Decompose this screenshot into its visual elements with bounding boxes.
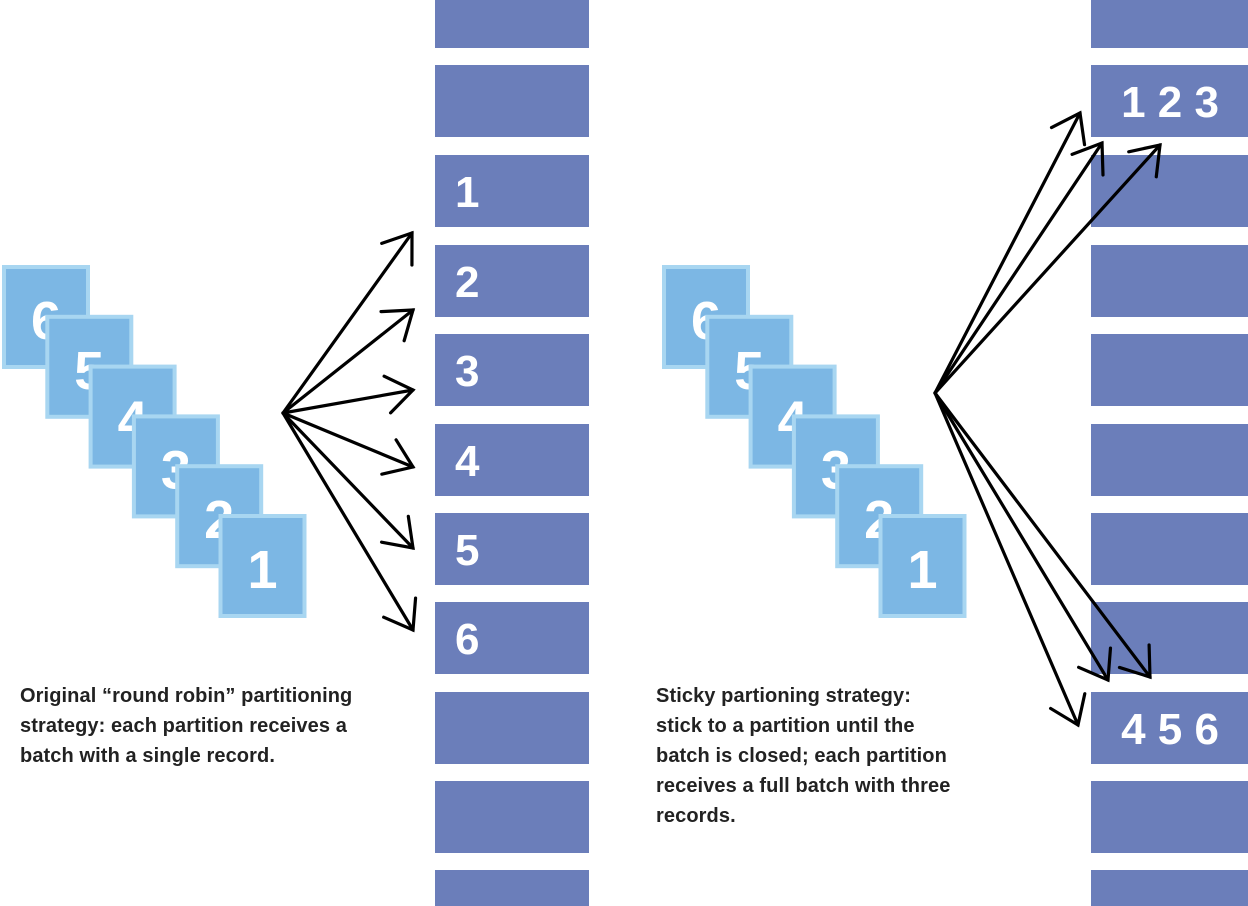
left-arrow xyxy=(281,411,416,476)
left-partition-slot xyxy=(435,0,589,48)
right-caption-line-1: Sticky partioning strategy: xyxy=(656,685,911,707)
right-partition-slot xyxy=(1091,781,1248,853)
right-partition-slot xyxy=(1091,870,1248,906)
left-caption-line-3: batch with a single record. xyxy=(20,745,275,767)
right-arrow-fan xyxy=(933,110,1162,728)
left-arrow xyxy=(281,230,414,415)
right-partition-slot xyxy=(1091,424,1248,496)
left-partition-label: 6 xyxy=(455,615,479,664)
right-partition-slot xyxy=(1091,602,1248,674)
right-arrow xyxy=(933,391,1152,680)
right-partition-slot xyxy=(1091,692,1248,764)
left-arrow xyxy=(281,374,416,415)
right-partition-slot xyxy=(1091,513,1248,585)
left-partition-slot xyxy=(435,245,589,317)
left-record-card: 1 xyxy=(218,514,307,618)
right-partition-slot xyxy=(1091,0,1248,48)
right-caption: Sticky partioning strategy: stick to a p… xyxy=(656,681,950,831)
left-partition-label: 2 xyxy=(455,258,479,307)
left-partition-slot xyxy=(435,155,589,227)
left-partition-slot xyxy=(435,65,589,137)
right-partition-column: 1 2 3 4 5 6 xyxy=(1091,0,1248,906)
left-partition-slot xyxy=(435,692,589,764)
left-caption-line-2: strategy: each partition receives a xyxy=(20,715,347,737)
right-arrow xyxy=(933,391,1113,683)
right-partition-label: 1 2 3 xyxy=(1121,78,1219,127)
left-caption: Original “round robin” partitioning stra… xyxy=(20,681,352,771)
left-partition-slot xyxy=(435,513,589,585)
left-partition-label: 4 xyxy=(455,437,480,486)
right-arrow xyxy=(933,140,1105,395)
right-partition-slot xyxy=(1091,334,1248,406)
left-partition-label: 5 xyxy=(455,526,479,575)
left-partition-label: 1 xyxy=(455,168,479,217)
left-partition-label: 3 xyxy=(455,347,479,396)
left-partition-slot xyxy=(435,781,589,853)
right-caption-line-3: batch is closed; each partition xyxy=(656,745,947,767)
left-arrow xyxy=(281,411,415,550)
left-partition-column: 1 2 3 4 5 6 xyxy=(435,0,589,906)
right-record-stack: 654321 xyxy=(662,265,967,618)
right-caption-line-2: stick to a partition until the xyxy=(656,715,915,737)
left-partition-slot xyxy=(435,334,589,406)
left-arrow xyxy=(281,308,416,415)
left-partition-slot xyxy=(435,870,589,906)
left-partition-slot xyxy=(435,424,589,496)
right-record-label: 1 xyxy=(907,540,937,600)
right-arrow xyxy=(933,391,1087,728)
left-caption-line-1: Original “round robin” partitioning xyxy=(20,685,353,707)
left-arrow-fan xyxy=(281,230,418,633)
right-caption-line-5: records. xyxy=(656,805,736,827)
right-arrow xyxy=(933,142,1162,395)
right-record-card: 1 xyxy=(878,514,967,618)
right-partition-slot xyxy=(1091,155,1248,227)
left-record-label: 1 xyxy=(247,540,277,600)
right-arrow xyxy=(933,110,1087,395)
left-record-stack: 654321 xyxy=(2,265,307,618)
right-partition-slot xyxy=(1091,245,1248,317)
left-partition-slot xyxy=(435,602,589,674)
right-partition-label: 4 5 6 xyxy=(1121,705,1219,754)
right-caption-line-4: receives a full batch with three xyxy=(656,775,951,797)
left-arrow xyxy=(281,411,418,633)
right-partition-slot xyxy=(1091,65,1248,137)
